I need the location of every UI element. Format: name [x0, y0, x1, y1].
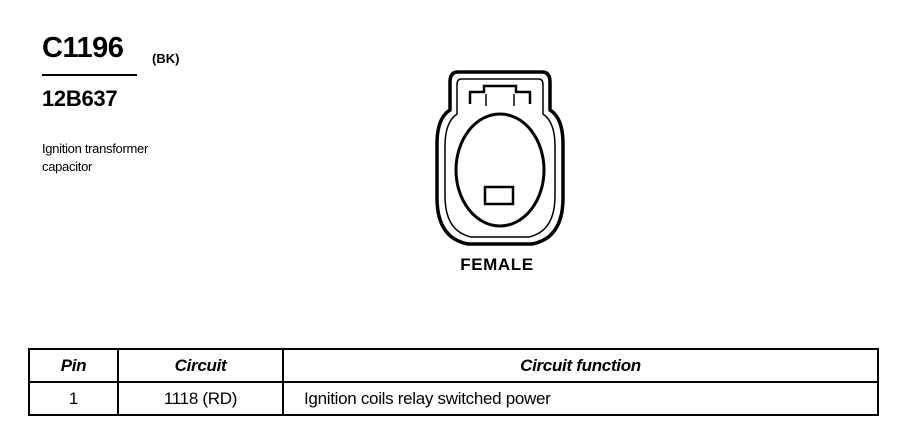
pin-cavity-1 — [483, 185, 515, 206]
column-header-circuit-function: Circuit function — [282, 348, 879, 383]
connector-id: C1196 — [42, 32, 124, 64]
description-line-1: Ignition transformer — [42, 141, 148, 156]
description-line-2: capacitor — [42, 159, 93, 174]
connector-description: Ignition transformer capacitor — [42, 140, 212, 176]
title-underline — [42, 74, 137, 76]
pin-table-header-row: Pin Circuit Circuit function — [28, 348, 879, 383]
locking-tab — [468, 84, 532, 104]
circuit-cell: 1118 (RD) — [117, 381, 284, 416]
pin-table: Pin Circuit Circuit function 1 1118 (RD)… — [28, 348, 879, 416]
circuit-function-cell: Ignition coils relay switched power — [282, 381, 879, 416]
column-header-pin: Pin — [28, 348, 119, 383]
connector-housing-outline — [435, 70, 565, 246]
mating-face — [454, 112, 546, 228]
connector-housing-inner — [444, 78, 556, 238]
connector-color-code: (BK) — [152, 51, 180, 66]
table-row: 1 1118 (RD) Ignition coils relay switche… — [28, 381, 879, 416]
pin-number-cell: 1 — [28, 381, 119, 416]
connector-face-drawing — [435, 70, 565, 246]
column-header-circuit: Circuit — [117, 348, 284, 383]
connector-gender-label: FEMALE — [460, 255, 534, 274]
part-number: 12B637 — [42, 86, 118, 111]
